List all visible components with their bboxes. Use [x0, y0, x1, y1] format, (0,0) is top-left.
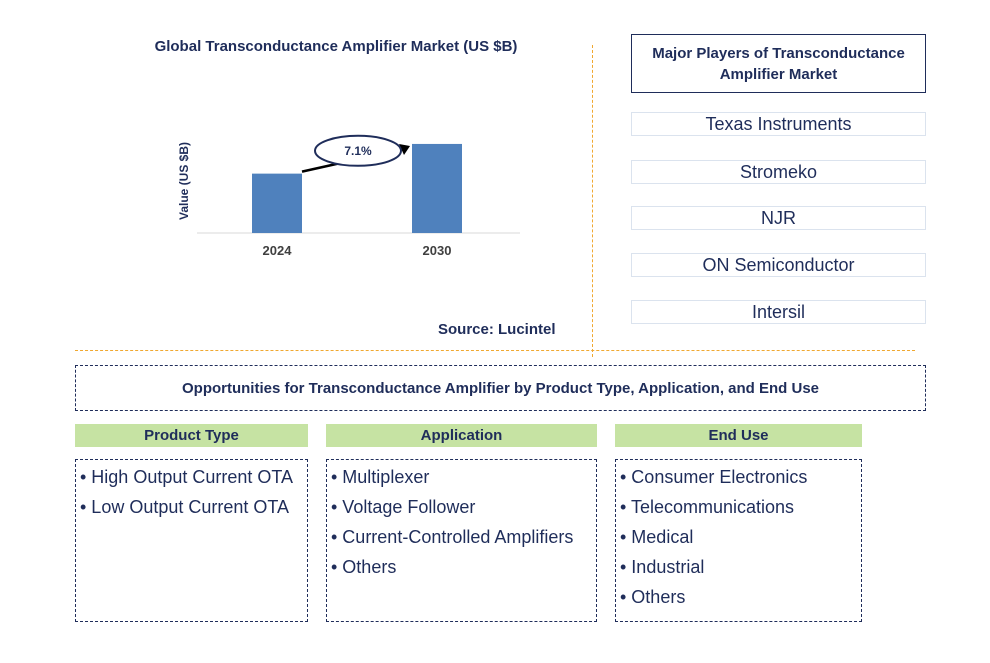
list-item: • Low Output Current OTA: [80, 497, 290, 517]
category-heading-product-type: Product Type: [75, 424, 308, 447]
player-item: Texas Instruments: [631, 112, 926, 136]
cagr-label: 7.1%: [344, 144, 372, 158]
bar-2024: [252, 173, 302, 233]
list-item: • Medical: [620, 527, 694, 547]
players-title: Major Players of Transconductance Amplif…: [631, 34, 926, 93]
y-axis-label: Value (US $B): [177, 142, 191, 220]
list-item: • High Output Current OTA: [80, 467, 294, 487]
bar-2030: [412, 143, 462, 233]
list-item: • Telecommunications: [620, 497, 795, 517]
bar-chart: Value (US $B) 2024 2030 7.1%: [177, 134, 520, 258]
list-item: • Voltage Follower: [331, 497, 476, 517]
player-item: Intersil: [631, 300, 926, 324]
list-item: • Industrial: [620, 557, 705, 577]
player-item: NJR: [631, 206, 926, 230]
end-use-list: • Consumer Electronics • Telecommunicati…: [615, 459, 862, 622]
vertical-divider: [592, 45, 593, 357]
x-tick-label: 2024: [263, 243, 293, 258]
source-note: Source: Lucintel: [438, 321, 556, 338]
list-item: • Current-Controlled Amplifiers: [331, 527, 574, 547]
list-item: • Others: [620, 587, 686, 607]
list-item: • Consumer Electronics: [620, 467, 808, 487]
player-item: Stromeko: [631, 160, 926, 184]
opportunities-title: Opportunities for Transconductance Ampli…: [75, 365, 926, 411]
category-heading-application: Application: [326, 424, 597, 447]
chart-title: Global Transconductance Amplifier Market…: [154, 38, 518, 55]
horizontal-divider: [75, 350, 915, 351]
cagr-ellipse: [314, 134, 402, 167]
list-item: • Others: [331, 557, 397, 577]
x-tick-label: 2030: [423, 243, 452, 258]
application-list: • Multiplexer • Voltage Follower • Curre…: [326, 459, 597, 622]
list-item: • Multiplexer: [331, 467, 430, 487]
category-heading-end-use: End Use: [615, 424, 862, 447]
cagr-arrowhead: [399, 143, 410, 155]
player-item: ON Semiconductor: [631, 253, 926, 277]
product-type-list: • High Output Current OTA • Low Output C…: [75, 459, 308, 622]
